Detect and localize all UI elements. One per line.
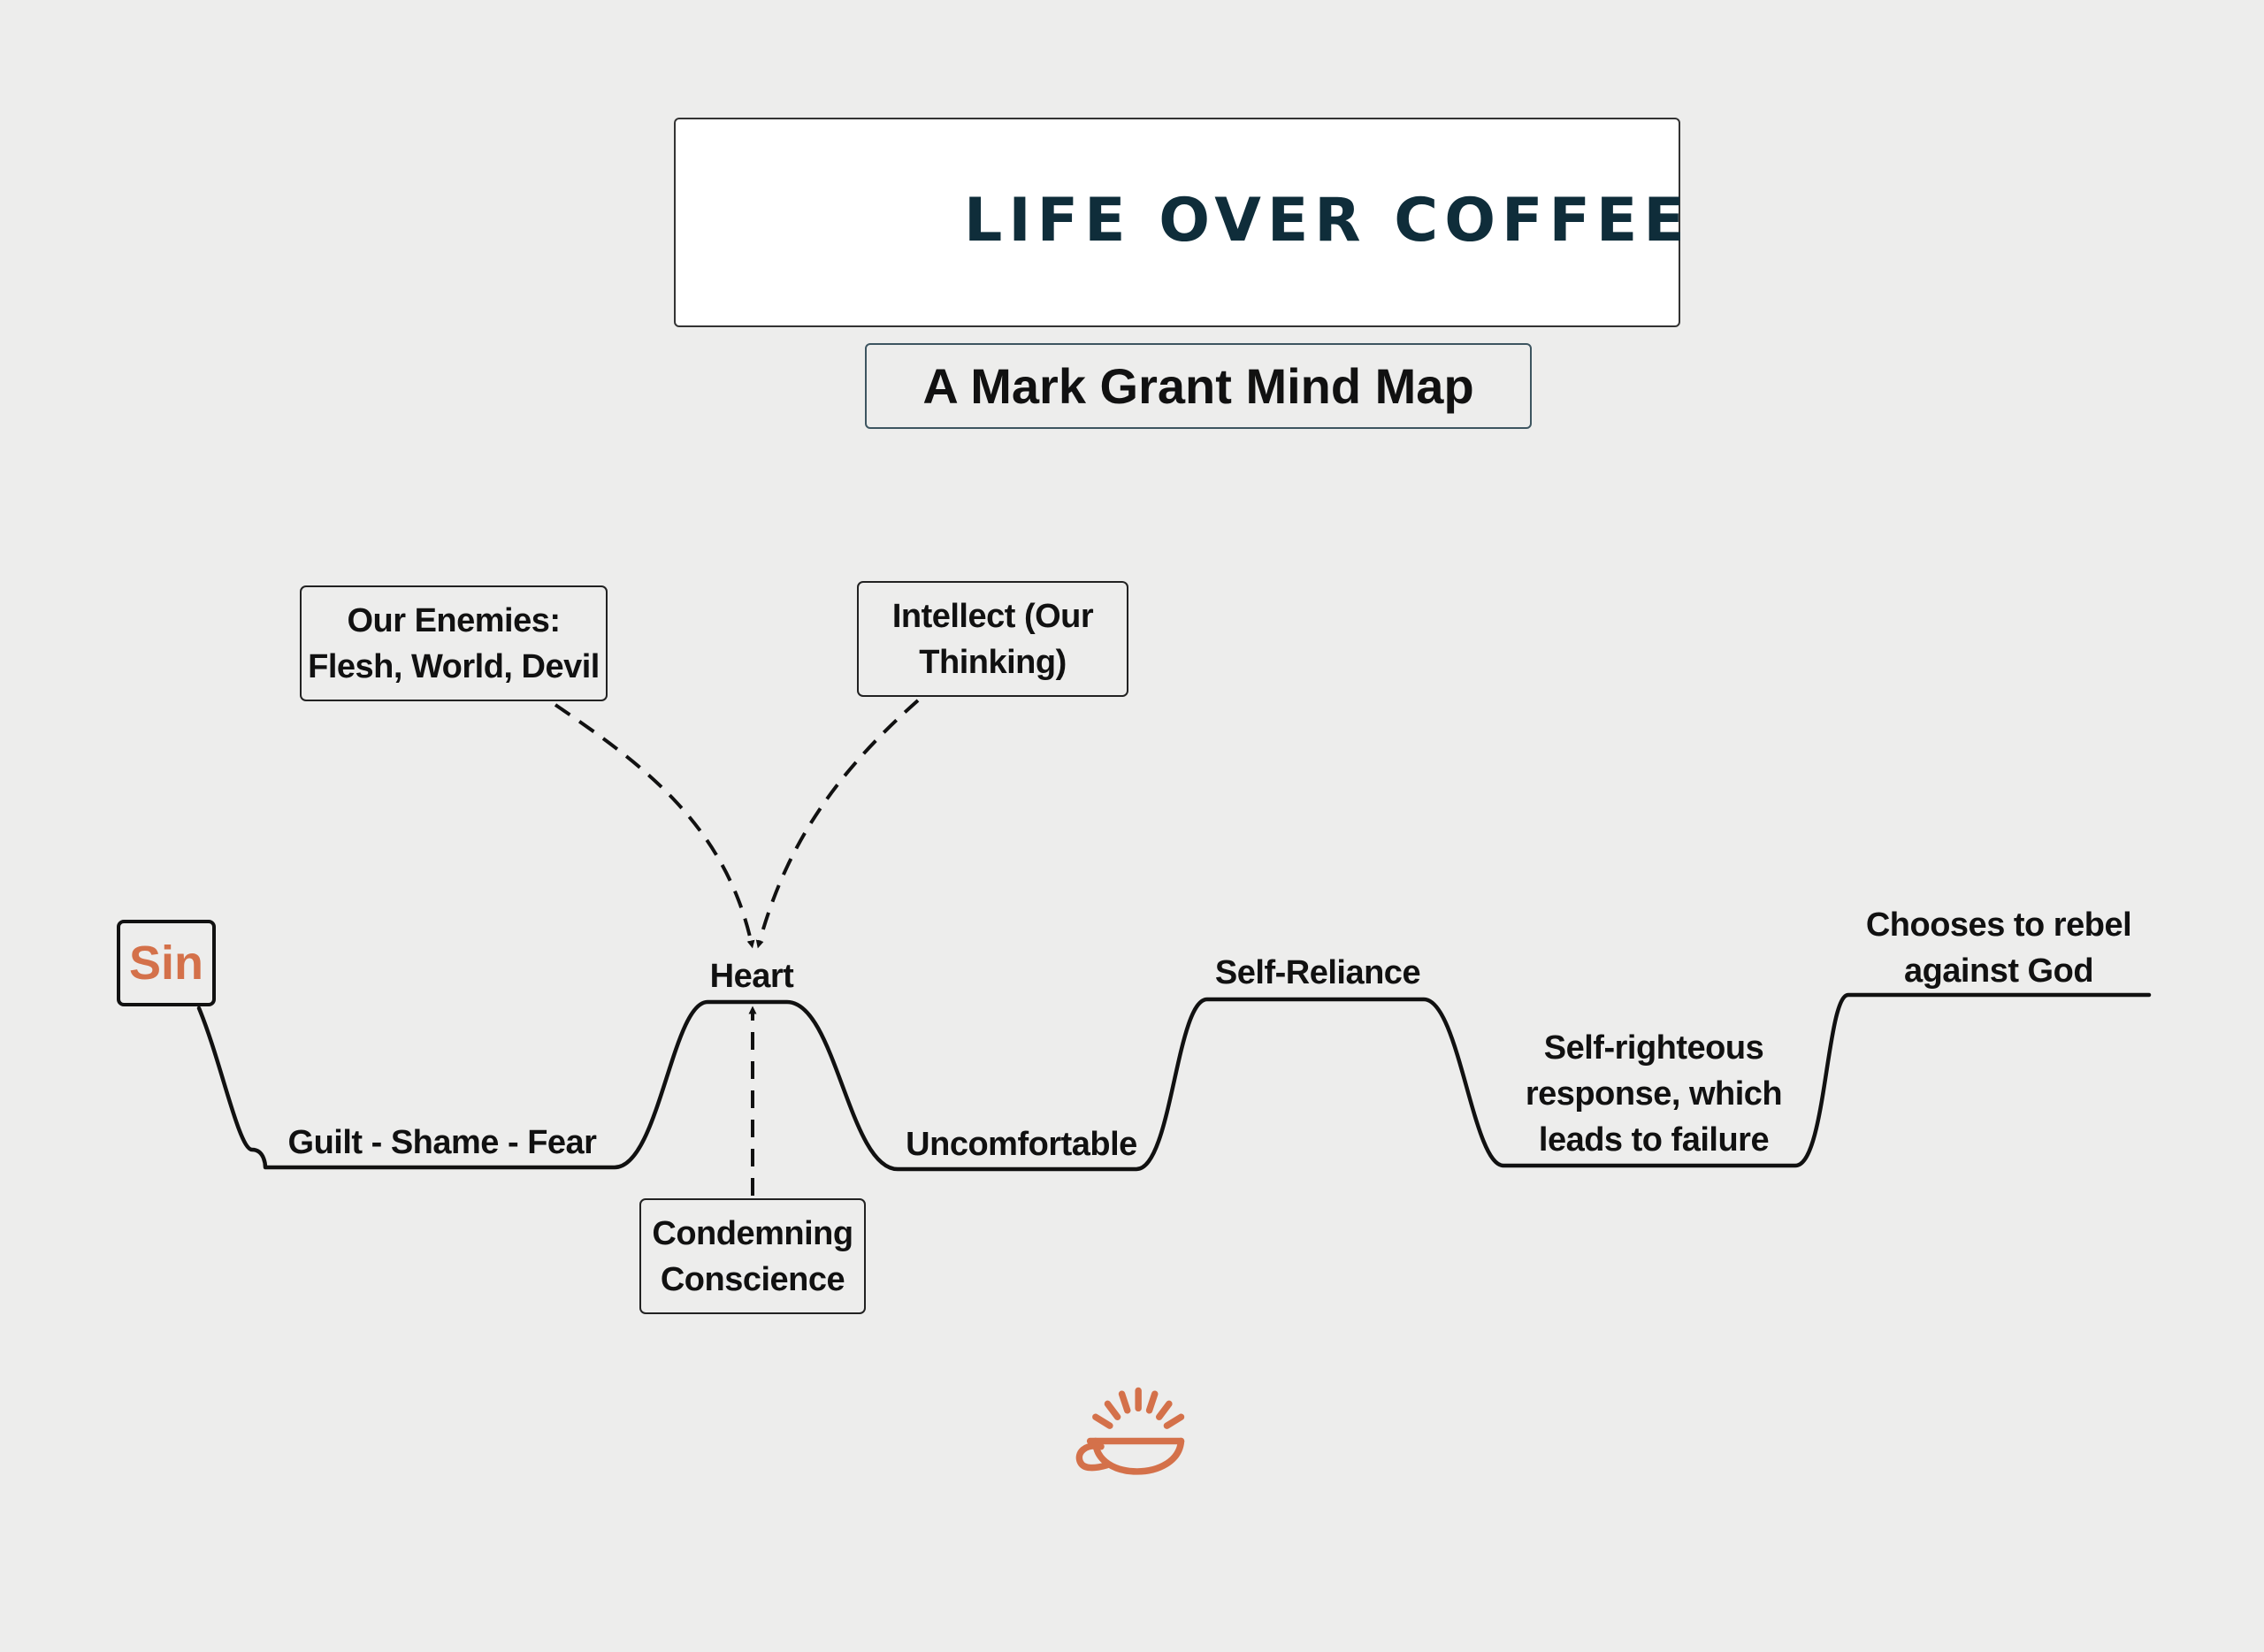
enemies-line-1: Our Enemies: (347, 601, 561, 639)
intellect-line-2: Thinking) (919, 643, 1067, 681)
rebel-label: Chooses to rebel against God (1848, 902, 2149, 994)
self-righteous-line-1: Self-righteous (1543, 1029, 1764, 1067)
enemies-line-2: Flesh, World, Devil (308, 647, 600, 685)
guilt-shame-fear-label: Guilt - Shame - Fear (287, 1124, 597, 1161)
sin-label: Sin (128, 937, 203, 990)
self-righteous-line-3: leads to failure (1538, 1121, 1770, 1159)
heart-label: Heart (709, 958, 794, 995)
rebel-line-1: Chooses to rebel (1865, 906, 2132, 944)
subtitle: A Mark Grant Mind Map (922, 358, 1474, 414)
intellect-line-1: Intellect (Our (891, 597, 1094, 635)
conscience-node: Condemning Conscience (639, 1198, 866, 1314)
conscience-line-2: Conscience (660, 1260, 845, 1298)
rebel-line-2: against God (1903, 952, 2094, 990)
conscience-line-1: Condemning (652, 1214, 853, 1252)
footer-coffee-icon (1075, 1387, 1185, 1475)
logo-banner (674, 118, 1680, 327)
self-righteous-line-2: response, which (1525, 1075, 1783, 1113)
enemies-node: Our Enemies: Flesh, World, Devil (300, 585, 608, 701)
self-righteous-label: Self-righteous response, which leads to … (1503, 1025, 1804, 1163)
brand-name: LIFE OVER COFFEE (964, 186, 1691, 256)
subtitle-banner: A Mark Grant Mind Map (865, 343, 1532, 429)
self-reliance-label: Self-Reliance (1214, 954, 1421, 991)
intellect-node: Intellect (Our Thinking) (857, 581, 1128, 697)
journey-path (196, 992, 2152, 1172)
sin-node: Sin (117, 920, 216, 1006)
uncomfortable-label: Uncomfortable (906, 1126, 1137, 1163)
intellect-to-heart-arrow (755, 699, 920, 949)
enemies-to-heart-arrow (554, 703, 755, 949)
